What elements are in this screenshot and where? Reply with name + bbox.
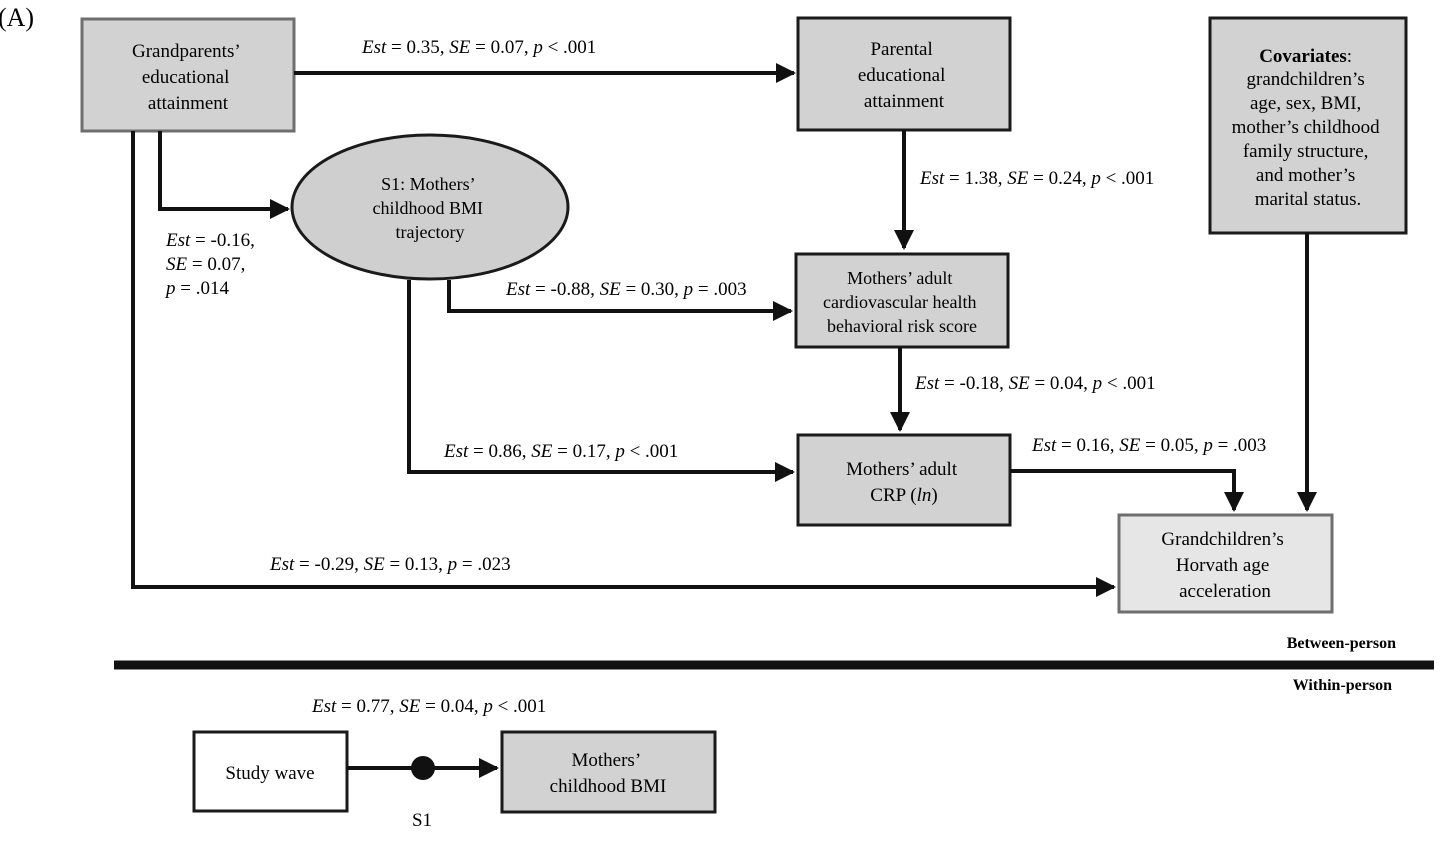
estimate-risk-crp: Est = -0.18, SE = 0.04, p < .001 bbox=[914, 373, 1156, 394]
crp-label: Mothers’ adult CRP (ln) bbox=[846, 459, 962, 506]
estimate-gp-s1: Est = -0.16, SE = 0.07, p = .014 bbox=[164, 230, 260, 299]
risk-score-box: Mothers’ adult cardiovascular health beh… bbox=[794, 252, 1010, 349]
outcome-label: Grandchildren’s Horvath age acceleration bbox=[1161, 529, 1288, 602]
crp-box: Mothers’ adult CRP (ln) bbox=[796, 433, 1012, 527]
parental-label: Parental educational attainment bbox=[858, 39, 950, 112]
estimate-wave-bmi: Est = 0.77, SE = 0.04, p < .001 bbox=[311, 696, 546, 717]
panel-label: (A) bbox=[0, 3, 34, 32]
s1-label: S1: Mothers’ childhood BMI trajectory bbox=[373, 174, 488, 242]
path-gp-s1 bbox=[158, 131, 290, 219]
path-gp-outcome bbox=[131, 131, 1116, 597]
covariates-label: Covariates: grandchildren’s age, sex, BM… bbox=[1232, 46, 1385, 210]
estimate-crp-outcome: Est = 0.16, SE = 0.05, p = .003 bbox=[1031, 435, 1266, 456]
between-person-label: Between-person bbox=[1287, 635, 1396, 652]
study-wave-label: Study wave bbox=[225, 763, 314, 784]
within-person-label: Within-person bbox=[1293, 677, 1392, 694]
estimate-parental-risk: Est = 1.38, SE = 0.24, p < .001 bbox=[919, 168, 1154, 189]
random-slope-label: S1 bbox=[412, 810, 432, 831]
grandparents-box: Grandparents’ educational attainment bbox=[80, 17, 296, 133]
outcome-box: Grandchildren’s Horvath age acceleration bbox=[1117, 513, 1334, 614]
grandparents-label: Grandparents’ educational attainment bbox=[132, 41, 244, 114]
s1-ellipse: S1: Mothers’ childhood BMI trajectory bbox=[290, 133, 570, 281]
risk-score-label: Mothers’ adult cardiovascular health beh… bbox=[823, 268, 981, 336]
path-s1-crp bbox=[407, 280, 795, 482]
mothers-bmi-label: Mothers’ childhood BMI bbox=[550, 750, 667, 797]
estimate-s1-crp: Est = 0.86, SE = 0.17, p < .001 bbox=[443, 441, 678, 462]
study-wave-box: Study wave bbox=[192, 730, 349, 813]
covariates-box: Covariates: grandchildren’s age, sex, BM… bbox=[1208, 16, 1408, 235]
estimate-gp-parental: Est = 0.35, SE = 0.07, p < .001 bbox=[361, 37, 596, 58]
mothers-bmi-box: Mothers’ childhood BMI bbox=[500, 730, 717, 814]
parental-box: Parental educational attainment bbox=[796, 16, 1012, 132]
random-slope-dot bbox=[411, 756, 435, 780]
path-crp-outcome bbox=[1010, 469, 1244, 512]
estimate-s1-risk: Est = -0.88, SE = 0.30, p = .003 bbox=[505, 279, 747, 300]
path-s1-risk bbox=[447, 280, 793, 321]
estimate-gp-outcome: Est = -0.29, SE = 0.13, p = .023 bbox=[269, 554, 511, 575]
